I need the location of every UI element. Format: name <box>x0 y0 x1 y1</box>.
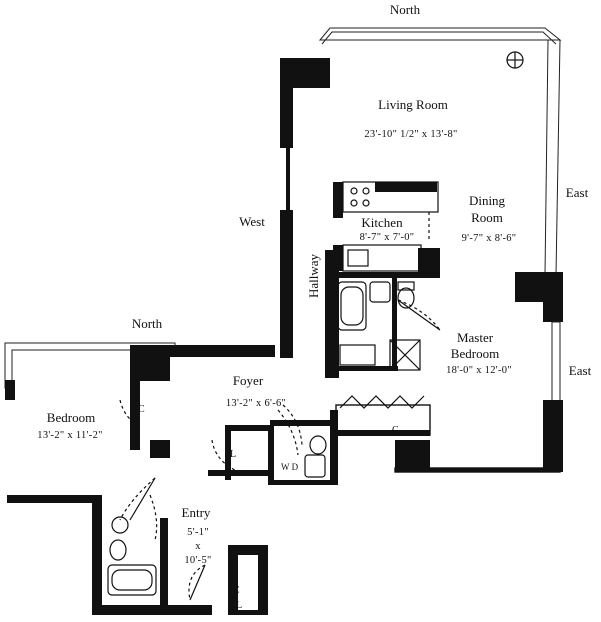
foyer-dims: 13'-2" x 6'-6" <box>226 398 286 409</box>
closet-mark-entry: C <box>233 585 240 596</box>
kitchen-dims: 8'-7" x 7'-0" <box>360 232 415 243</box>
north-label-top: North <box>390 2 421 17</box>
compass-labels: North North West East East <box>132 2 592 378</box>
dining-room-dims: 9'-7" x 8'-6" <box>462 233 517 244</box>
entry-dims-2: x <box>195 541 201 552</box>
entry-dims-3: 10'-5" <box>184 555 211 566</box>
entry-name: Entry <box>182 505 211 520</box>
east-label-lower: East <box>569 363 592 378</box>
master-bedroom-dims: 18'-0" x 12'-0" <box>446 365 512 376</box>
west-label: West <box>239 214 265 229</box>
walls <box>4 27 563 615</box>
laundry-mark-entry: L <box>236 600 242 611</box>
foyer-name: Foyer <box>233 373 264 388</box>
master-bedroom-name-2: Bedroom <box>451 346 499 361</box>
room-labels: Living Room 23'-10" 1/2" x 13'-8" Dining… <box>37 97 516 566</box>
closet-mark-hall: C <box>392 425 399 436</box>
entry-dims-1: 5'-1" <box>187 527 209 538</box>
closet-mark-bedroom: C <box>138 404 145 415</box>
kitchen-name: Kitchen <box>361 215 403 230</box>
living-room-dims: 23'-10" 1/2" x 13'-8" <box>364 129 457 140</box>
dining-room-name-1: Dining <box>469 193 506 208</box>
bedroom-dims: 13'-2" x 11'-2" <box>37 430 102 441</box>
bedroom-name: Bedroom <box>47 410 95 425</box>
washer-dryer-mark: W D <box>281 462 299 472</box>
fixtures <box>107 51 524 601</box>
dining-room-name-2: Room <box>471 210 503 225</box>
north-label-left: North <box>132 316 163 331</box>
east-label-upper: East <box>566 185 589 200</box>
hallway-name: Hallway <box>306 253 321 298</box>
closet-marks: C L C C L W D <box>138 404 399 611</box>
master-bedroom-name-1: Master <box>457 330 494 345</box>
living-room-name: Living Room <box>378 97 448 112</box>
linen-mark-foyer: L <box>230 449 236 460</box>
